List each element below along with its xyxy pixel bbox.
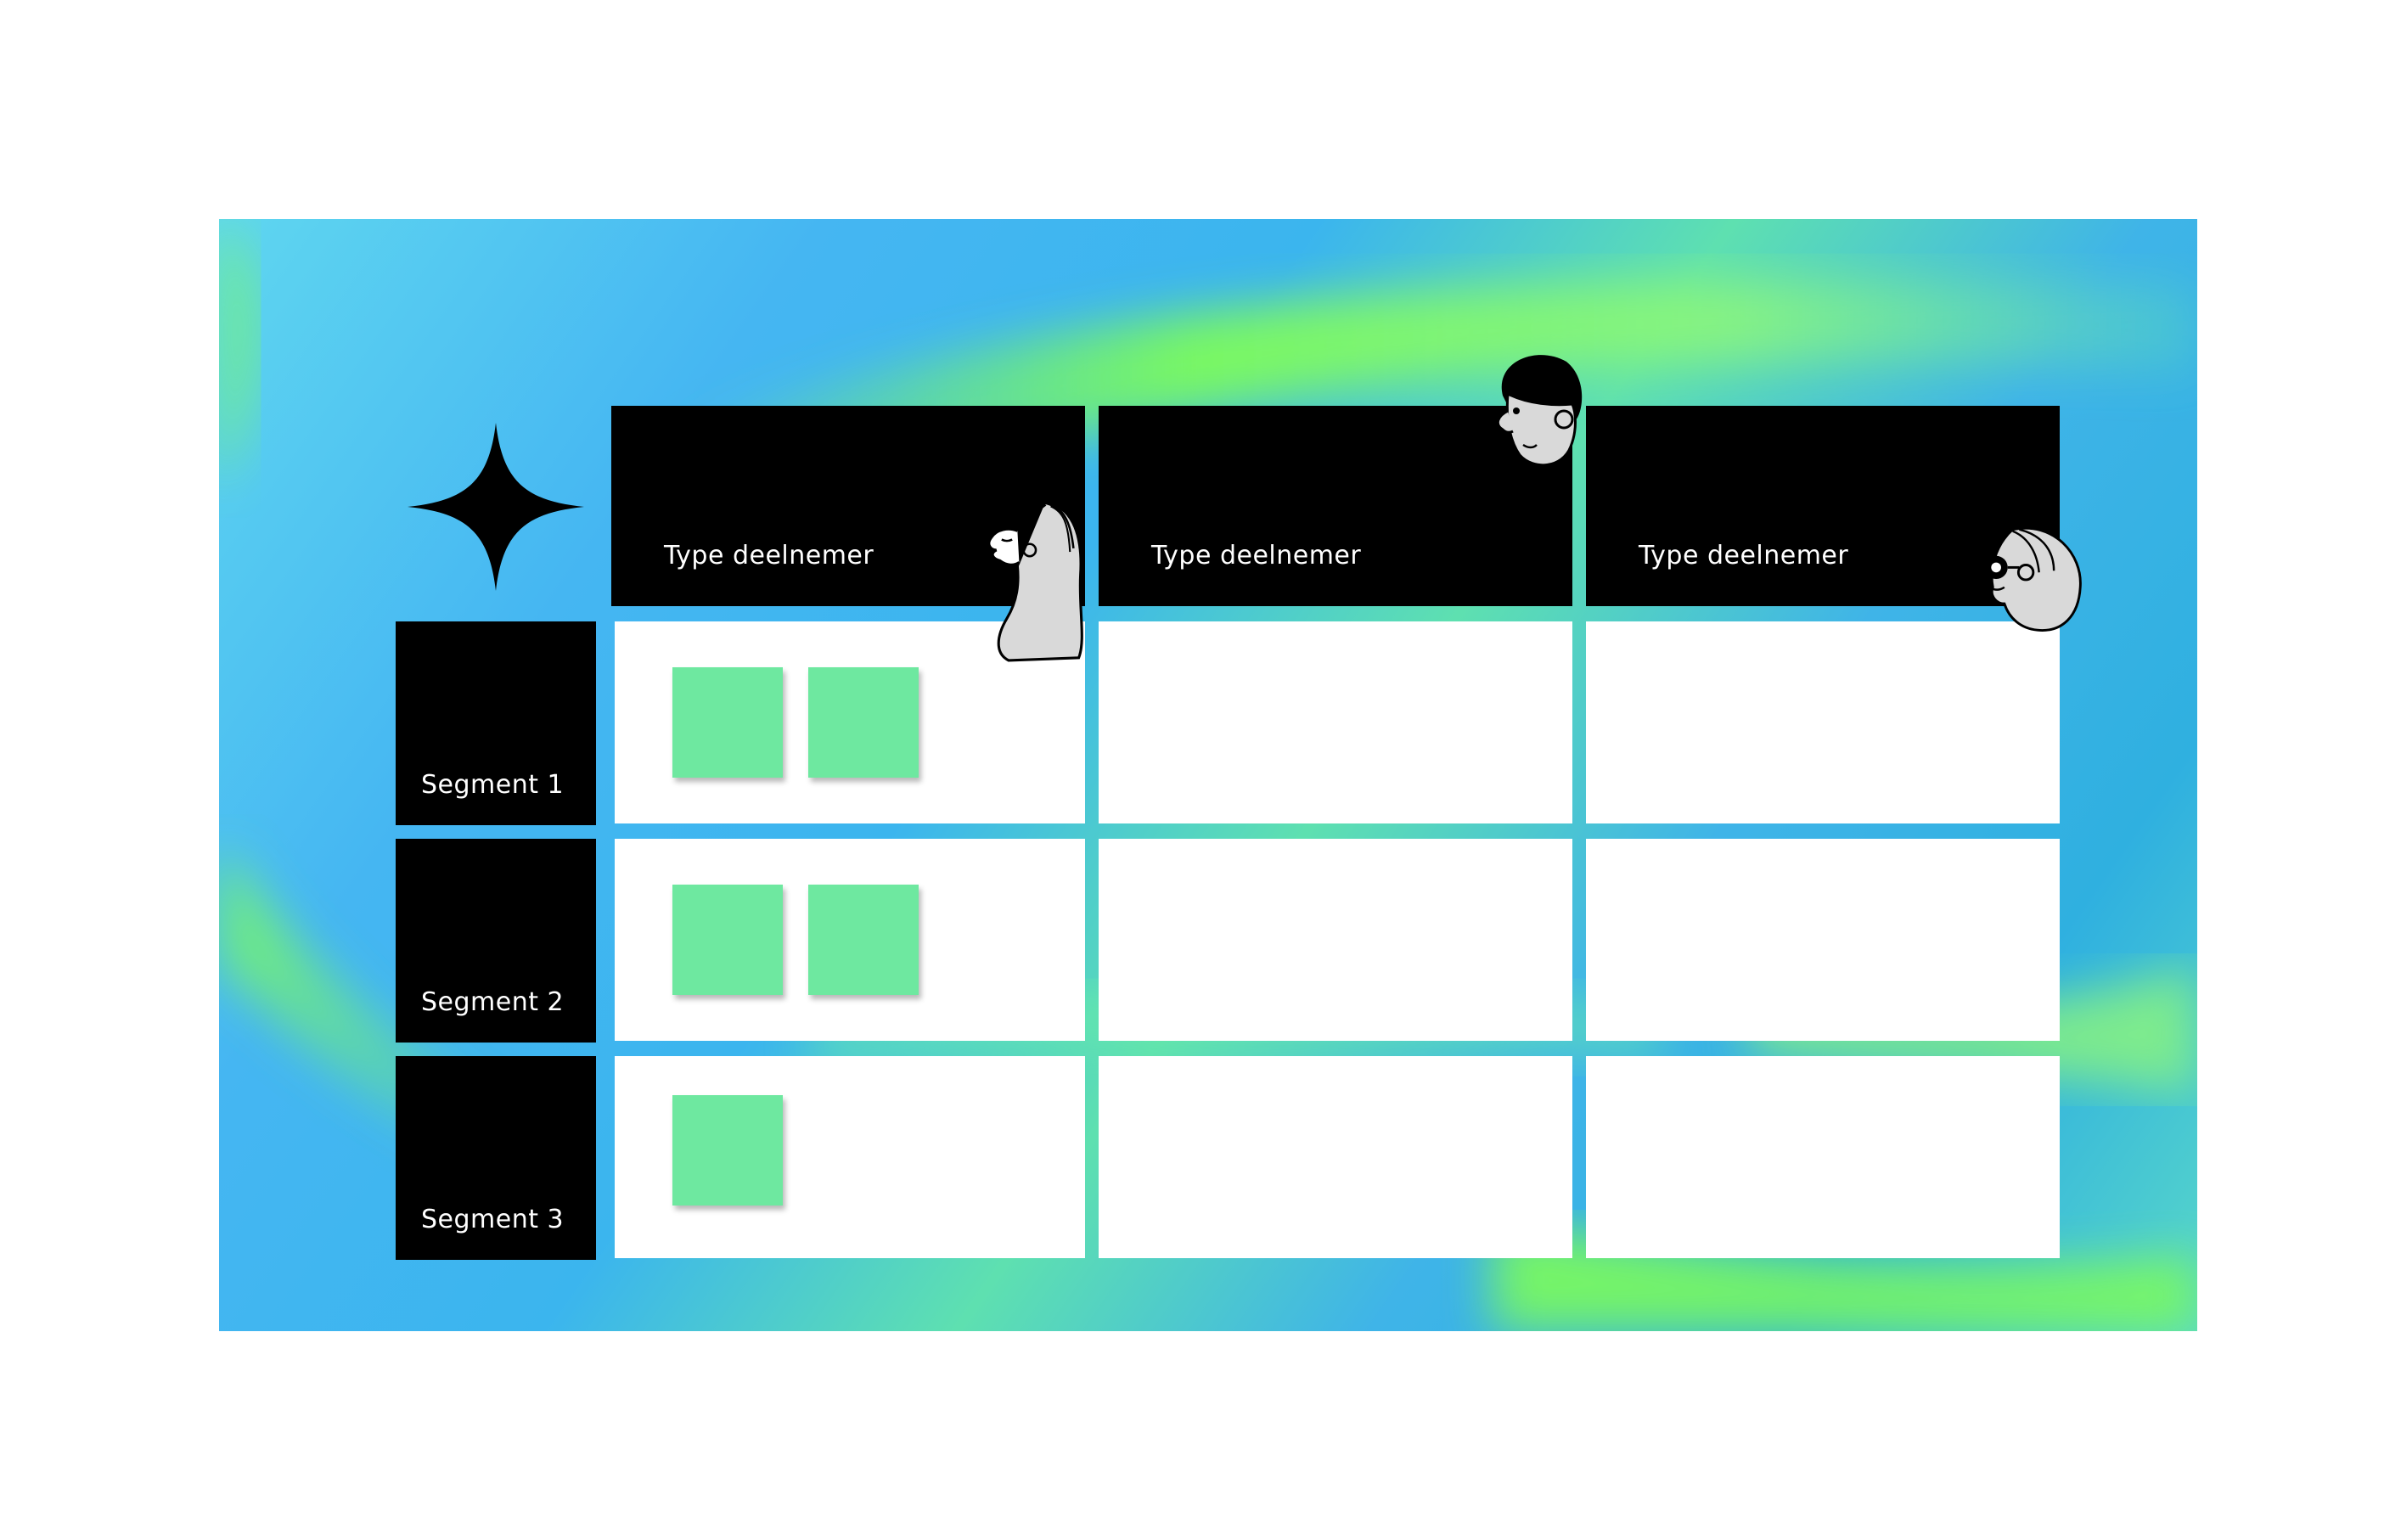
sticky-note[interactable] [808,667,919,778]
column-header-label: Type deelnemer [1639,541,1849,570]
person-avatar-icon [987,501,1083,662]
row-header-segment-1: Segment 1 [396,621,596,825]
row-header-segment-3: Segment 3 [396,1056,596,1260]
grid-cell-r3-c3[interactable] [1586,1056,2060,1258]
column-header-label: Type deelnemer [1151,541,1362,570]
board-canvas: Type deelnemer Type deelnemer Type deeln… [219,219,2197,1331]
grid-cell-r2-c2[interactable] [1099,839,1572,1041]
row-header-segment-2: Segment 2 [396,839,596,1043]
grid-cell-r1-c2[interactable] [1099,621,1572,823]
sticky-note[interactable] [808,885,919,995]
sticky-note[interactable] [672,1095,783,1206]
column-header-1: Type deelnemer [611,406,1085,606]
person-avatar-icon [1496,355,1583,467]
sticky-note[interactable] [672,667,783,778]
sparkle-icon [408,423,584,591]
grid-cell-r1-c3[interactable] [1586,621,2060,823]
column-header-2: Type deelnemer [1099,406,1572,606]
column-header-3: Type deelnemer [1586,406,2060,606]
grid-cell-r2-c3[interactable] [1586,839,2060,1041]
sticky-note[interactable] [672,885,783,995]
person-avatar-icon [1984,526,2082,632]
column-header-label: Type deelnemer [664,541,874,570]
grid-cell-r3-c2[interactable] [1099,1056,1572,1258]
row-header-label: Segment 2 [421,987,565,1017]
row-header-label: Segment 3 [421,1205,565,1234]
row-header-label: Segment 1 [421,770,565,800]
